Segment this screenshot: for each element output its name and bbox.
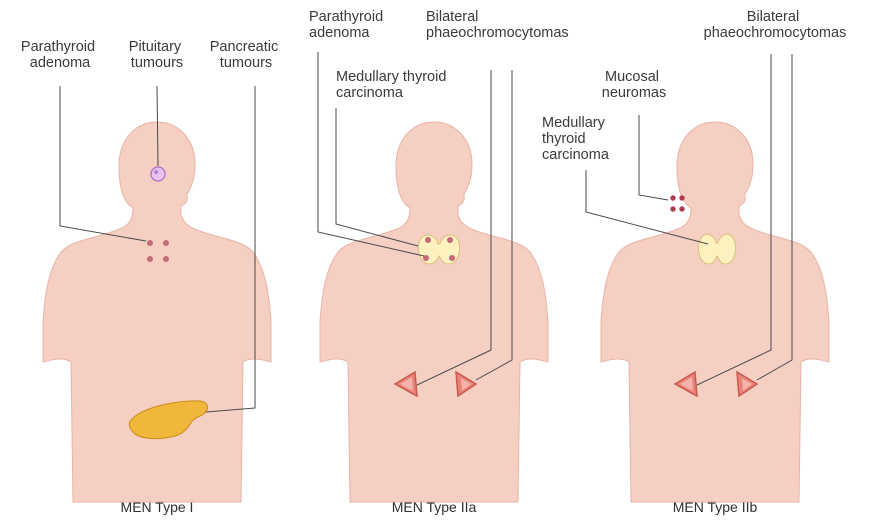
caption-men-type-2a: MEN Type IIa: [392, 499, 477, 515]
label-parathyroid-adenoma: Parathyroid adenoma: [21, 39, 99, 71]
label-medullary-thyroid-carcinoma: Medullary thyroid carcinoma: [336, 69, 450, 101]
label-mucosal-neuromas: Mucosal neuromas: [602, 69, 666, 101]
label-medullary-thyroid-carcinoma: Medullary thyroid carcinoma: [542, 115, 610, 163]
figure-men-type-2b: Bilateral phaeochromocytomas Mucosal neu…: [542, 9, 846, 515]
label-pituitary-tumours: Pituitary tumours: [129, 39, 185, 71]
label-bilateral-phaeochromocytomas: Bilateral phaeochromocytomas: [704, 9, 847, 41]
caption-men-type-1: MEN Type I: [121, 499, 194, 515]
caption-men-type-2b: MEN Type IIb: [673, 499, 758, 515]
body-silhouette: [320, 122, 548, 502]
body-silhouette: [601, 122, 829, 502]
label-pancreatic-tumours: Pancreatic tumours: [210, 39, 283, 71]
figure-men-type-1: Parathyroid adenoma Pituitary tumours Pa…: [21, 39, 282, 515]
mucosal-neuromas: [670, 195, 684, 211]
lead-mucosal: [639, 115, 668, 200]
pituitary-tumour: [151, 167, 165, 181]
label-parathyroid-adenoma: Parathyroid adenoma: [309, 9, 387, 41]
label-bilateral-phaeochromocytomas: Bilateral phaeochromocytomas: [426, 9, 569, 41]
figure-men-type-2a: Parathyroid adenoma Bilateral phaeochrom…: [309, 9, 569, 515]
